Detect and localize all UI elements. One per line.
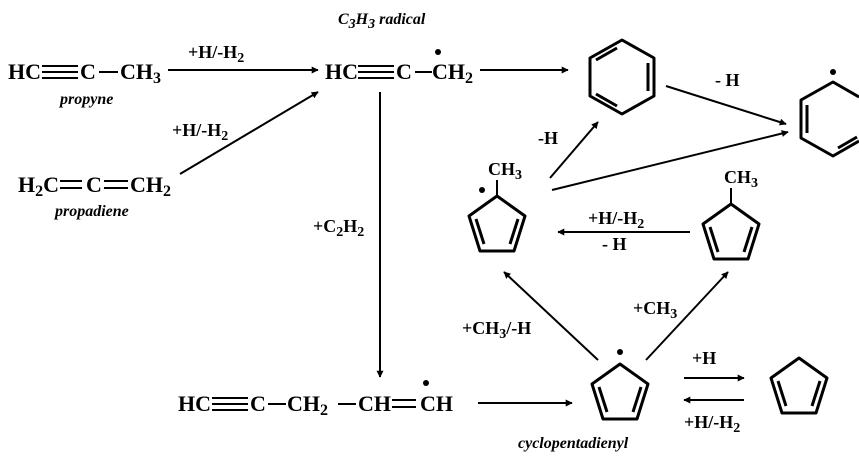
radical-dot	[479, 187, 485, 193]
arrow-propyne-to-c3h3: +H/-H2	[168, 42, 319, 74]
equilibrium-arrows: +H +H/-H2	[683, 348, 745, 436]
radical-dot	[617, 349, 623, 355]
cyclopentadiene-molecule	[769, 356, 829, 415]
propyne-name: propyne	[58, 91, 113, 108]
cyclopentadienyl-radical: cyclopentadienyl	[518, 349, 650, 452]
label-h-minus-h2: +H/-H2	[588, 208, 644, 232]
label-plus-h: +H	[692, 348, 716, 368]
ch3-label: CH3	[488, 159, 522, 183]
double-bond	[392, 399, 416, 408]
c3h3-ch2: CH2	[432, 59, 473, 87]
chain-ch2: CH2	[287, 391, 328, 419]
chain-c: C	[250, 391, 266, 416]
phenyl-radical	[799, 69, 859, 158]
radical-dot	[435, 49, 441, 55]
double-bond	[104, 180, 128, 189]
triple-bond	[42, 65, 78, 79]
propadiene-ch2: CH2	[130, 172, 171, 200]
propyne-ch3: CH3	[120, 59, 161, 87]
triple-bond	[358, 65, 394, 79]
propyne-c: C	[80, 59, 96, 84]
cyclopentadienyl-name: cyclopentadienyl	[518, 435, 629, 452]
benzene-molecule	[588, 38, 656, 116]
label-h-minus-h2: +H/-H2	[684, 412, 740, 436]
chain-ch: CH	[358, 391, 391, 416]
arrow-methylcpd-to-radical: +H/-H2 - H	[557, 208, 690, 254]
radical-dot	[830, 69, 836, 75]
cyclopentadiene-ring	[590, 362, 650, 421]
propadiene-c: C	[86, 172, 102, 197]
label-minus-h: - H	[715, 70, 740, 90]
arrow-c3h3-plus-c2h2: +C2H2	[313, 92, 384, 378]
propadiene-h2c: H2C	[18, 172, 59, 200]
c3h3-radical: C3H3 radical HC C CH2	[325, 11, 473, 87]
arrow-cpd-radical-to-methylcpd-radical: +CH3/-H	[462, 271, 599, 361]
propadiene-name: propadiene	[53, 203, 129, 220]
c3h3-label: C3H3 radical	[338, 11, 426, 32]
cyclopentadiene-ring	[701, 202, 761, 261]
chain-ch-end: CH	[420, 391, 453, 416]
c3h3-c: C	[396, 59, 412, 84]
arrow-methylcpd-radical-to-phenyl	[551, 130, 789, 191]
cyclopentadiene-ring	[769, 356, 829, 415]
methylcyclopentadiene: CH3	[701, 167, 761, 261]
double-bond	[60, 180, 82, 189]
propyne-hc: HC	[8, 59, 41, 84]
label-minus-h: - H	[602, 234, 627, 254]
label-plus-ch3: +CH3	[633, 298, 677, 322]
methylcyclopentadienyl-radical: CH3	[467, 159, 527, 253]
arrow-benzene-to-phenyl: - H	[665, 70, 787, 126]
triple-bond	[212, 397, 248, 411]
arrow-propadiene-to-c3h3: +H/-H2	[172, 91, 319, 175]
phenyl-ring	[799, 80, 859, 158]
c3h3-hc: HC	[325, 59, 358, 84]
label-plus-c2h2: +C2H2	[313, 216, 364, 240]
c5h5-chain: HC C CH2 CH CH	[178, 380, 453, 419]
chain-hc: HC	[178, 391, 211, 416]
propyne-molecule: HC C CH3 propyne	[8, 59, 161, 108]
label-h-minus-h2: +H/-H2	[188, 42, 244, 66]
arrow-methylcpd-radical-to-benzene: -H	[538, 121, 599, 179]
arrow-cpd-radical-to-methylcpd: +CH3	[633, 271, 729, 361]
label-minus-h: -H	[538, 128, 558, 148]
label-h-minus-h2: +H/-H2	[172, 120, 228, 144]
propadiene-molecule: H2C C CH2 propadiene	[18, 172, 171, 220]
label-plus-ch3-minus-h: +CH3/-H	[462, 318, 531, 342]
cyclopentadiene-ring	[467, 194, 527, 253]
ch3-label: CH3	[724, 167, 758, 191]
benzene-ring	[588, 38, 656, 116]
radical-dot	[423, 380, 429, 386]
